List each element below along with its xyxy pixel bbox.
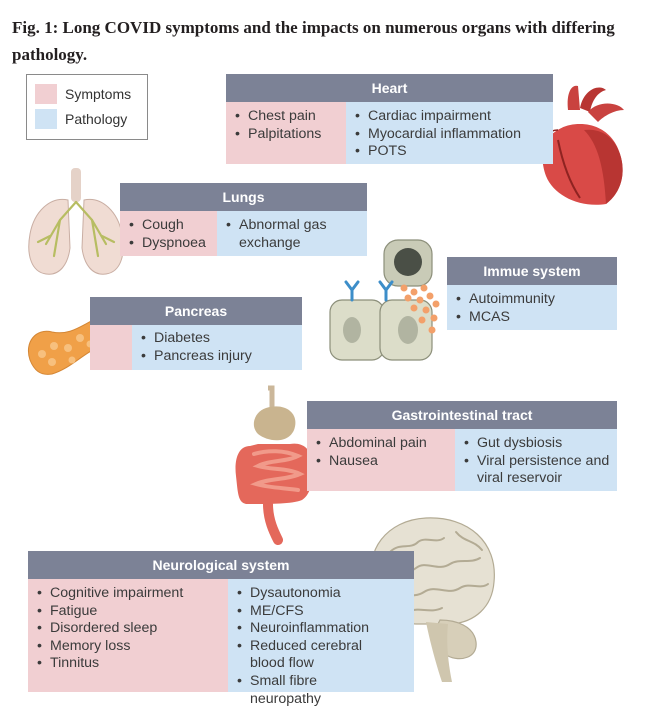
neuro-symptom-item: Cognitive impairment xyxy=(36,585,222,603)
neuro-symptom-item: Tinnitus xyxy=(36,655,222,673)
heart-pathology-item: Myocardial inflammation xyxy=(354,126,547,144)
neuro-pathology-item: Neuroinflammation xyxy=(236,620,384,638)
lungs-panel-title: Lungs xyxy=(120,183,367,211)
pancreas-symptoms xyxy=(90,325,132,370)
immune-panel: Immue system Autoimmunity MCAS xyxy=(447,257,617,330)
heart-symptoms: Chest pain Palpitations xyxy=(226,102,346,164)
lungs-pathology-item: Abnormal gas exchange xyxy=(225,217,361,252)
legend: Symptoms Pathology xyxy=(26,74,148,140)
legend-label-pathology: Pathology xyxy=(65,111,128,127)
heart-pathology-item: POTS xyxy=(354,143,547,161)
immune-pathology: Autoimmunity MCAS xyxy=(447,285,617,330)
legend-swatch-symptoms xyxy=(35,84,57,104)
lungs-panel: Lungs Cough Dyspnoea Abnormal gas exchan… xyxy=(120,183,367,256)
immune-pathology-item: MCAS xyxy=(455,309,611,327)
lungs-illustration xyxy=(28,168,124,275)
heart-pathology-item: Cardiac impairment xyxy=(354,108,547,126)
heart-symptom-item: Chest pain xyxy=(234,108,340,126)
neuro-pathology-item: Dysautonomia xyxy=(236,585,384,603)
legend-item-symptoms: Symptoms xyxy=(35,83,131,105)
legend-label-symptoms: Symptoms xyxy=(65,86,132,102)
gi-pathology: Gut dysbiosis Viral persistence and vira… xyxy=(455,429,617,491)
pancreas-pathology: Diabetes Pancreas injury xyxy=(132,325,302,370)
heart-symptom-item: Palpitations xyxy=(234,126,340,144)
heart-panel-title: Heart xyxy=(226,74,553,102)
neuro-symptom-item: Disordered sleep xyxy=(36,620,222,638)
heart-panel: Heart Chest pain Palpitations Cardiac im… xyxy=(226,74,553,164)
neuro-symptom-item: Memory loss xyxy=(36,638,222,656)
neuro-symptoms: Cognitive impairment Fatigue Disordered … xyxy=(28,579,228,692)
heart-pathology: Cardiac impairment Myocardial inflammati… xyxy=(346,102,553,164)
figure-title: Fig. 1: Long COVID symptoms and the impa… xyxy=(12,18,615,64)
heart-illustration xyxy=(542,85,624,205)
gi-pathology-item: Gut dysbiosis xyxy=(463,435,611,453)
neuro-pathology-item: ME/CFS xyxy=(236,603,384,621)
lungs-symptom-item: Cough xyxy=(128,217,211,235)
legend-swatch-pathology xyxy=(35,109,57,129)
neuro-panel: Neurological system Cognitive impairment… xyxy=(28,551,414,707)
pancreas-pathology-item: Pancreas injury xyxy=(140,348,296,366)
neuro-pathology: Dysautonomia ME/CFS Neuroinflammation Re… xyxy=(228,579,414,707)
immune-panel-title: Immue system xyxy=(447,257,617,285)
neuro-panel-title: Neurological system xyxy=(28,551,414,579)
neuro-pathology-item: Reduced cerebral blood flow xyxy=(236,638,384,673)
gi-tract-illustration xyxy=(235,385,313,545)
lungs-pathology: Abnormal gas exchange xyxy=(217,211,367,256)
pancreas-panel-title: Pancreas xyxy=(90,297,302,325)
lungs-symptom-item: Dyspnoea xyxy=(128,235,211,253)
legend-item-pathology: Pathology xyxy=(35,108,127,130)
pancreas-panel: Pancreas Diabetes Pancreas injury xyxy=(90,297,302,370)
immune-cells-illustration xyxy=(329,239,440,361)
gi-symptoms: Abdominal pain Nausea xyxy=(307,429,455,491)
pancreas-pathology-item: Diabetes xyxy=(140,330,296,348)
neuro-pathology-item: Small fibre neuropathy xyxy=(236,673,384,708)
gi-symptom-item: Abdominal pain xyxy=(315,435,449,453)
gi-symptom-item: Nausea xyxy=(315,453,449,471)
gi-panel-title: Gastrointestinal tract xyxy=(307,401,617,429)
lungs-symptoms: Cough Dyspnoea xyxy=(120,211,217,256)
gi-panel: Gastrointestinal tract Abdominal pain Na… xyxy=(307,401,617,491)
immune-pathology-item: Autoimmunity xyxy=(455,291,611,309)
gi-pathology-item: Viral persistence and viral reservoir xyxy=(463,453,611,488)
neuro-symptom-item: Fatigue xyxy=(36,603,222,621)
